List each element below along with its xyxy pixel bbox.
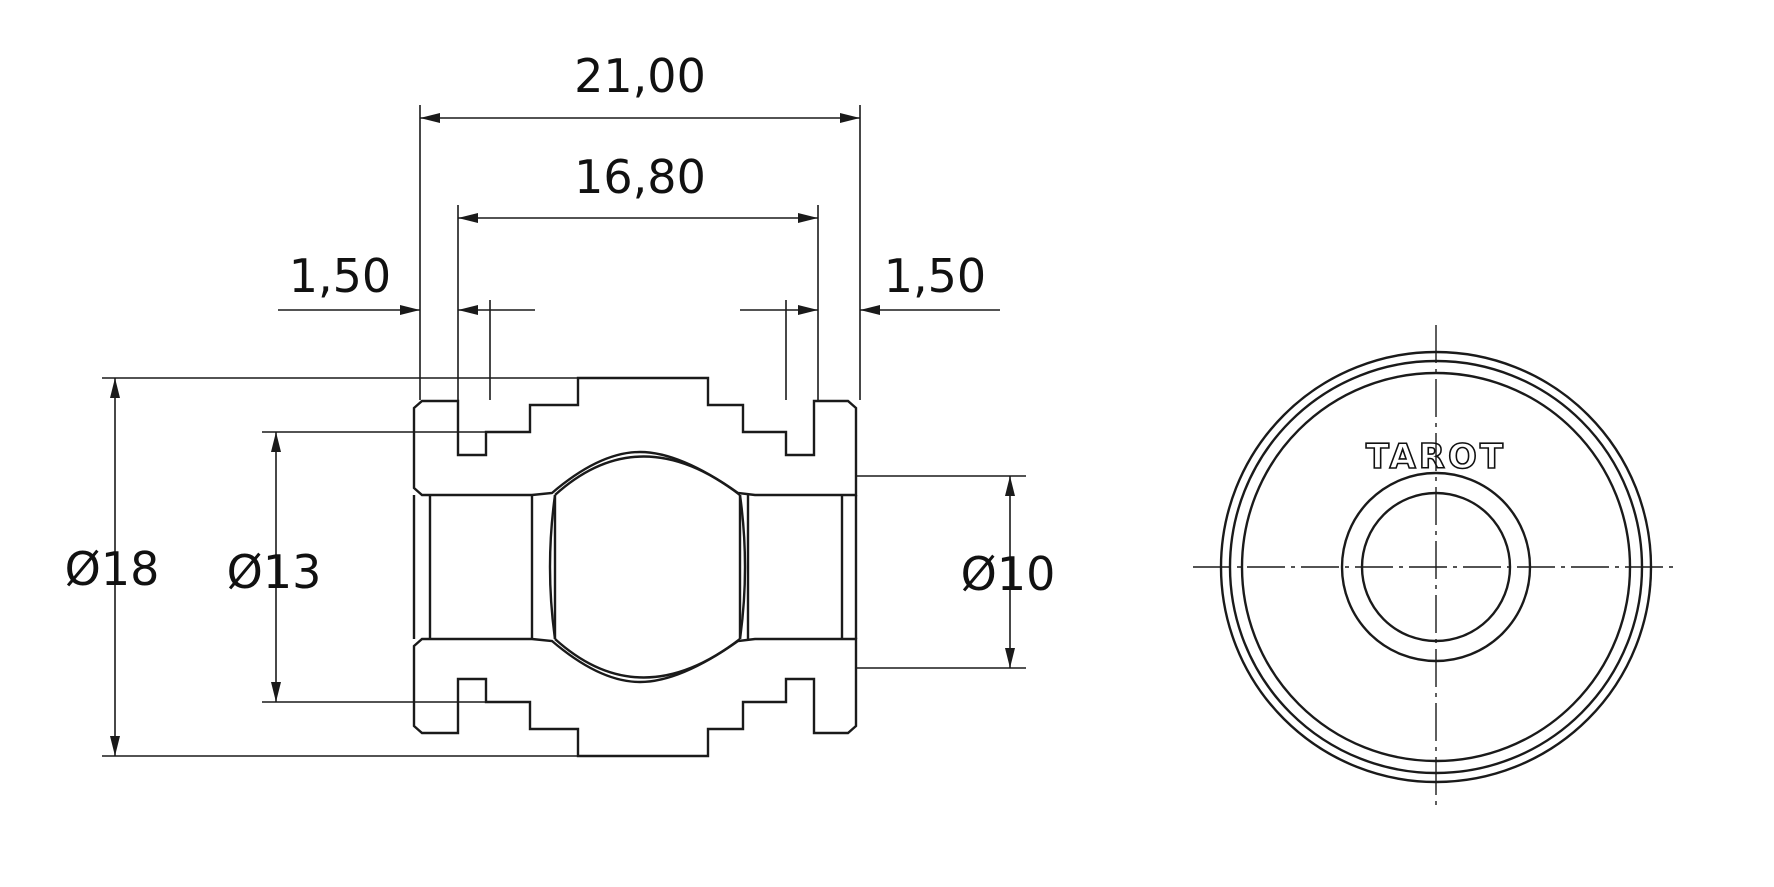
inner-length-label: 16,80 — [574, 150, 706, 204]
dimension-labels: 21,00 16,80 1,50 1,50 Ø18 Ø13 Ø10 — [65, 49, 1056, 601]
overall-length-label: 21,00 — [574, 49, 706, 103]
section-view — [412, 376, 858, 758]
brand-logo: TAROT — [1366, 437, 1506, 477]
groove-diameter-label: Ø13 — [227, 545, 322, 599]
right-groove-label: 1,50 — [884, 249, 986, 303]
outer-diameter-label: Ø18 — [65, 542, 160, 596]
end-view: TAROT — [1193, 325, 1678, 810]
top-wall-section — [412, 376, 858, 497]
bore-diameter-label: Ø10 — [961, 547, 1056, 601]
bottom-wall-section — [412, 637, 858, 758]
dimension-lines — [102, 105, 1026, 757]
left-groove-label: 1,50 — [289, 249, 391, 303]
